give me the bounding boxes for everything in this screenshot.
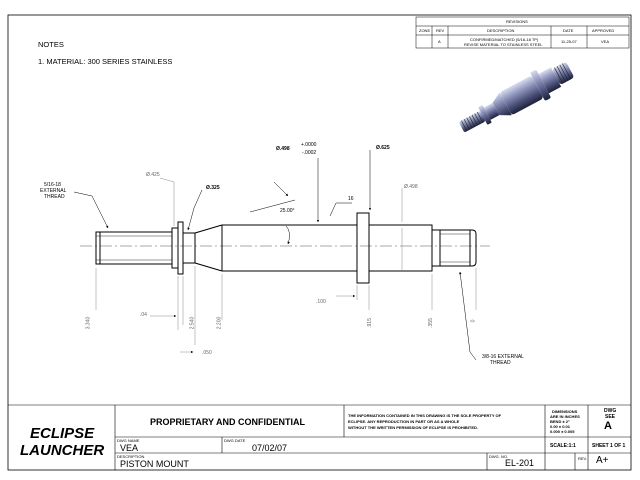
dwg-see-letter: A [604, 420, 612, 432]
dim-100: .100 [316, 299, 326, 305]
dim-3340: 3.340 [85, 316, 92, 330]
units-line-2: ARE IN INCHES [550, 414, 580, 419]
surface-finish-16: 16 [348, 196, 354, 202]
dimension-lines [73, 150, 477, 361]
left-thread-label-1: 5/16-18 [44, 182, 61, 188]
rev-row-description-2: REVISE MATERIAL TO STAINLESS STEEL [464, 42, 543, 47]
right-thread-label-2: THREAD [490, 360, 511, 366]
proprietary-label: PROPRIETARY AND CONFIDENTIAL [150, 417, 306, 427]
dim-2200: 2.200 [216, 316, 223, 330]
rev-row-date: 11-25-07 [561, 39, 577, 44]
dwg-name-value: VEA [120, 443, 139, 453]
scale-label: SCALE:1:1 [550, 443, 576, 449]
dwg-see-line-1: DWG [604, 408, 617, 414]
dim-dia-498-main: Ø.498 [276, 146, 290, 152]
units-line-4: 0.00 ± 0.01 [550, 424, 570, 429]
legal-line-1: THE INFORMATION CONTAINED IN THIS DRAWIN… [348, 413, 502, 418]
right-thread-label-1: 3/8-16 EXTERNAL [482, 354, 524, 360]
dim-04: .04 [140, 312, 147, 318]
revisions-table-frame [415, 16, 630, 49]
dwg-no-label: DWG. NO. [489, 454, 509, 459]
part-3d-render [459, 62, 574, 132]
description-value: PISTON MOUNT [120, 459, 189, 469]
title-block-frame [8, 404, 631, 470]
rev-row-rev: A [438, 39, 441, 44]
dim-tol-minus: -.0002 [302, 150, 317, 156]
description-label: DESCRIPTION [117, 454, 145, 459]
rev-header-approved: APPROVED [592, 28, 615, 33]
dim-915: .915 [366, 318, 373, 328]
dim-2540: 2.540 [189, 316, 196, 330]
notes-heading: NOTES [38, 40, 64, 49]
dim-0: 0 [470, 319, 477, 323]
company-name-line-2: LAUNCHER [20, 442, 105, 459]
left-thread-label-3: THREAD [44, 194, 65, 200]
legal-line-2: ECLIPSE. ANY REPRODUCTION IN PART OR AS … [348, 419, 460, 424]
dim-355: .355 [427, 318, 434, 328]
dim-050: .050 [202, 350, 212, 356]
units-line-5: 0.000 ± 0.005 [550, 429, 575, 434]
company-name-line-1: ECLIPSE [30, 425, 95, 442]
rev-header-zone: ZONE [419, 28, 431, 33]
dim-dia-325: Ø.325 [206, 185, 220, 191]
units-line-1: DIMENSIONS [552, 409, 578, 414]
angle-label: 25.00° [280, 208, 295, 214]
dim-dia-425: Ø.425 [146, 172, 160, 178]
rev-header-rev: REV [436, 28, 445, 33]
note-item-1: 1. MATERIAL: 300 SERIES STAINLESS [38, 57, 173, 66]
part-outline [95, 212, 477, 284]
dwg-name-label: DWG NAME [117, 438, 140, 443]
dwg-no-value: EL-201 [505, 458, 535, 468]
rev-row-description-1: CONFIRMED/MATCHED (5/16-18 TP) [470, 37, 539, 42]
sheet-border [7, 14, 632, 471]
dim-dia-498-right: Ø.498 [404, 184, 418, 190]
rev-value: A+ [596, 455, 609, 466]
units-line-3: BEND ± 2° [550, 419, 570, 424]
legal-line-3: WITHOUT THE WRITTEN PERMISSION OF ECLIPS… [348, 425, 479, 430]
dim-dia-625: Ø.625 [376, 145, 390, 151]
rev-header-description: DESCRIPTION [487, 28, 515, 33]
left-thread-label-2: EXTERNAL [40, 188, 67, 194]
dwg-date-label: DWG DATE [224, 438, 246, 443]
rev-header-date: DATE [563, 28, 574, 33]
dwg-date-value: 07/02/07 [252, 443, 288, 453]
dwg-see-line-2: SEE [605, 414, 616, 420]
revisions-title: REVISIONS [506, 19, 528, 24]
rev-label: REV. [578, 456, 587, 461]
sheet-label: SHEET 1 OF 1 [592, 443, 626, 449]
dim-tol-plus: +.0000 [301, 142, 317, 148]
rev-row-approved: VEA [601, 39, 610, 44]
